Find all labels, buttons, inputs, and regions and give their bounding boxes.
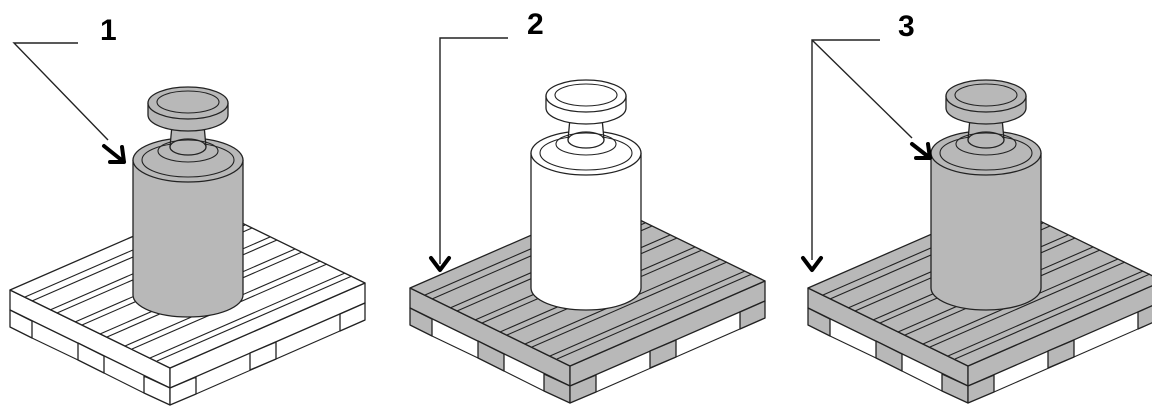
- weight-shape: [930, 79, 1042, 311]
- leader-3: [801, 39, 932, 272]
- label-1: 1: [100, 14, 117, 47]
- panel-2: 2: [409, 8, 766, 404]
- panel-3: 3: [801, 10, 1152, 404]
- leader-1: [12, 42, 126, 164]
- weight-1: [132, 86, 244, 318]
- label-2: 2: [527, 8, 544, 41]
- weight-shape: [132, 86, 244, 318]
- leader-2: [429, 37, 508, 272]
- weight-shape: [530, 79, 642, 311]
- label-3: 3: [898, 10, 915, 43]
- weight-3: [930, 79, 1042, 311]
- weight-2: [530, 79, 642, 311]
- panel-1: 1: [9, 14, 366, 406]
